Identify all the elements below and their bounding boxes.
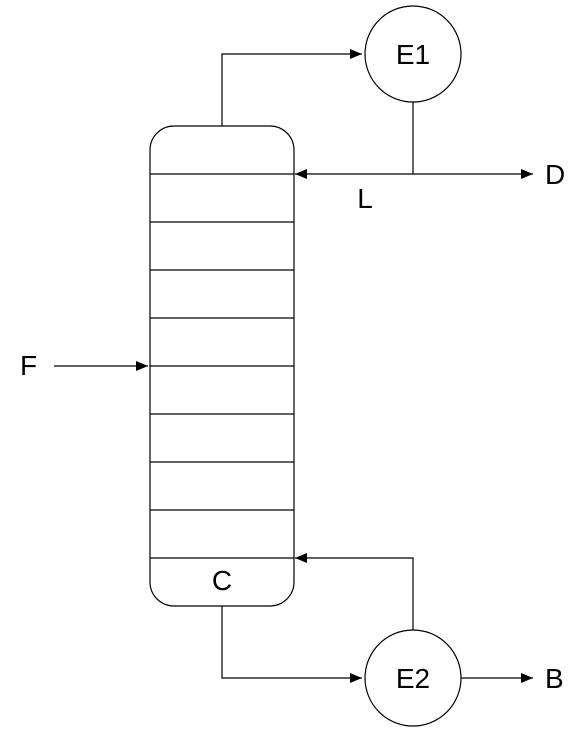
boilup-return-line — [295, 553, 414, 630]
distillate-label: D — [545, 159, 565, 190]
column-bottom-label: C — [212, 565, 232, 596]
reflux-label: L — [357, 183, 373, 214]
condenser-e1-label: E1 — [396, 39, 430, 70]
bottoms-label: B — [545, 663, 564, 694]
reboiler-e2-label: E2 — [396, 663, 430, 694]
column-trays — [150, 173, 294, 559]
feed-label: F — [20, 350, 37, 381]
overhead-vapor-line — [221, 49, 362, 126]
bottoms-to-reboiler-line — [221, 606, 362, 683]
